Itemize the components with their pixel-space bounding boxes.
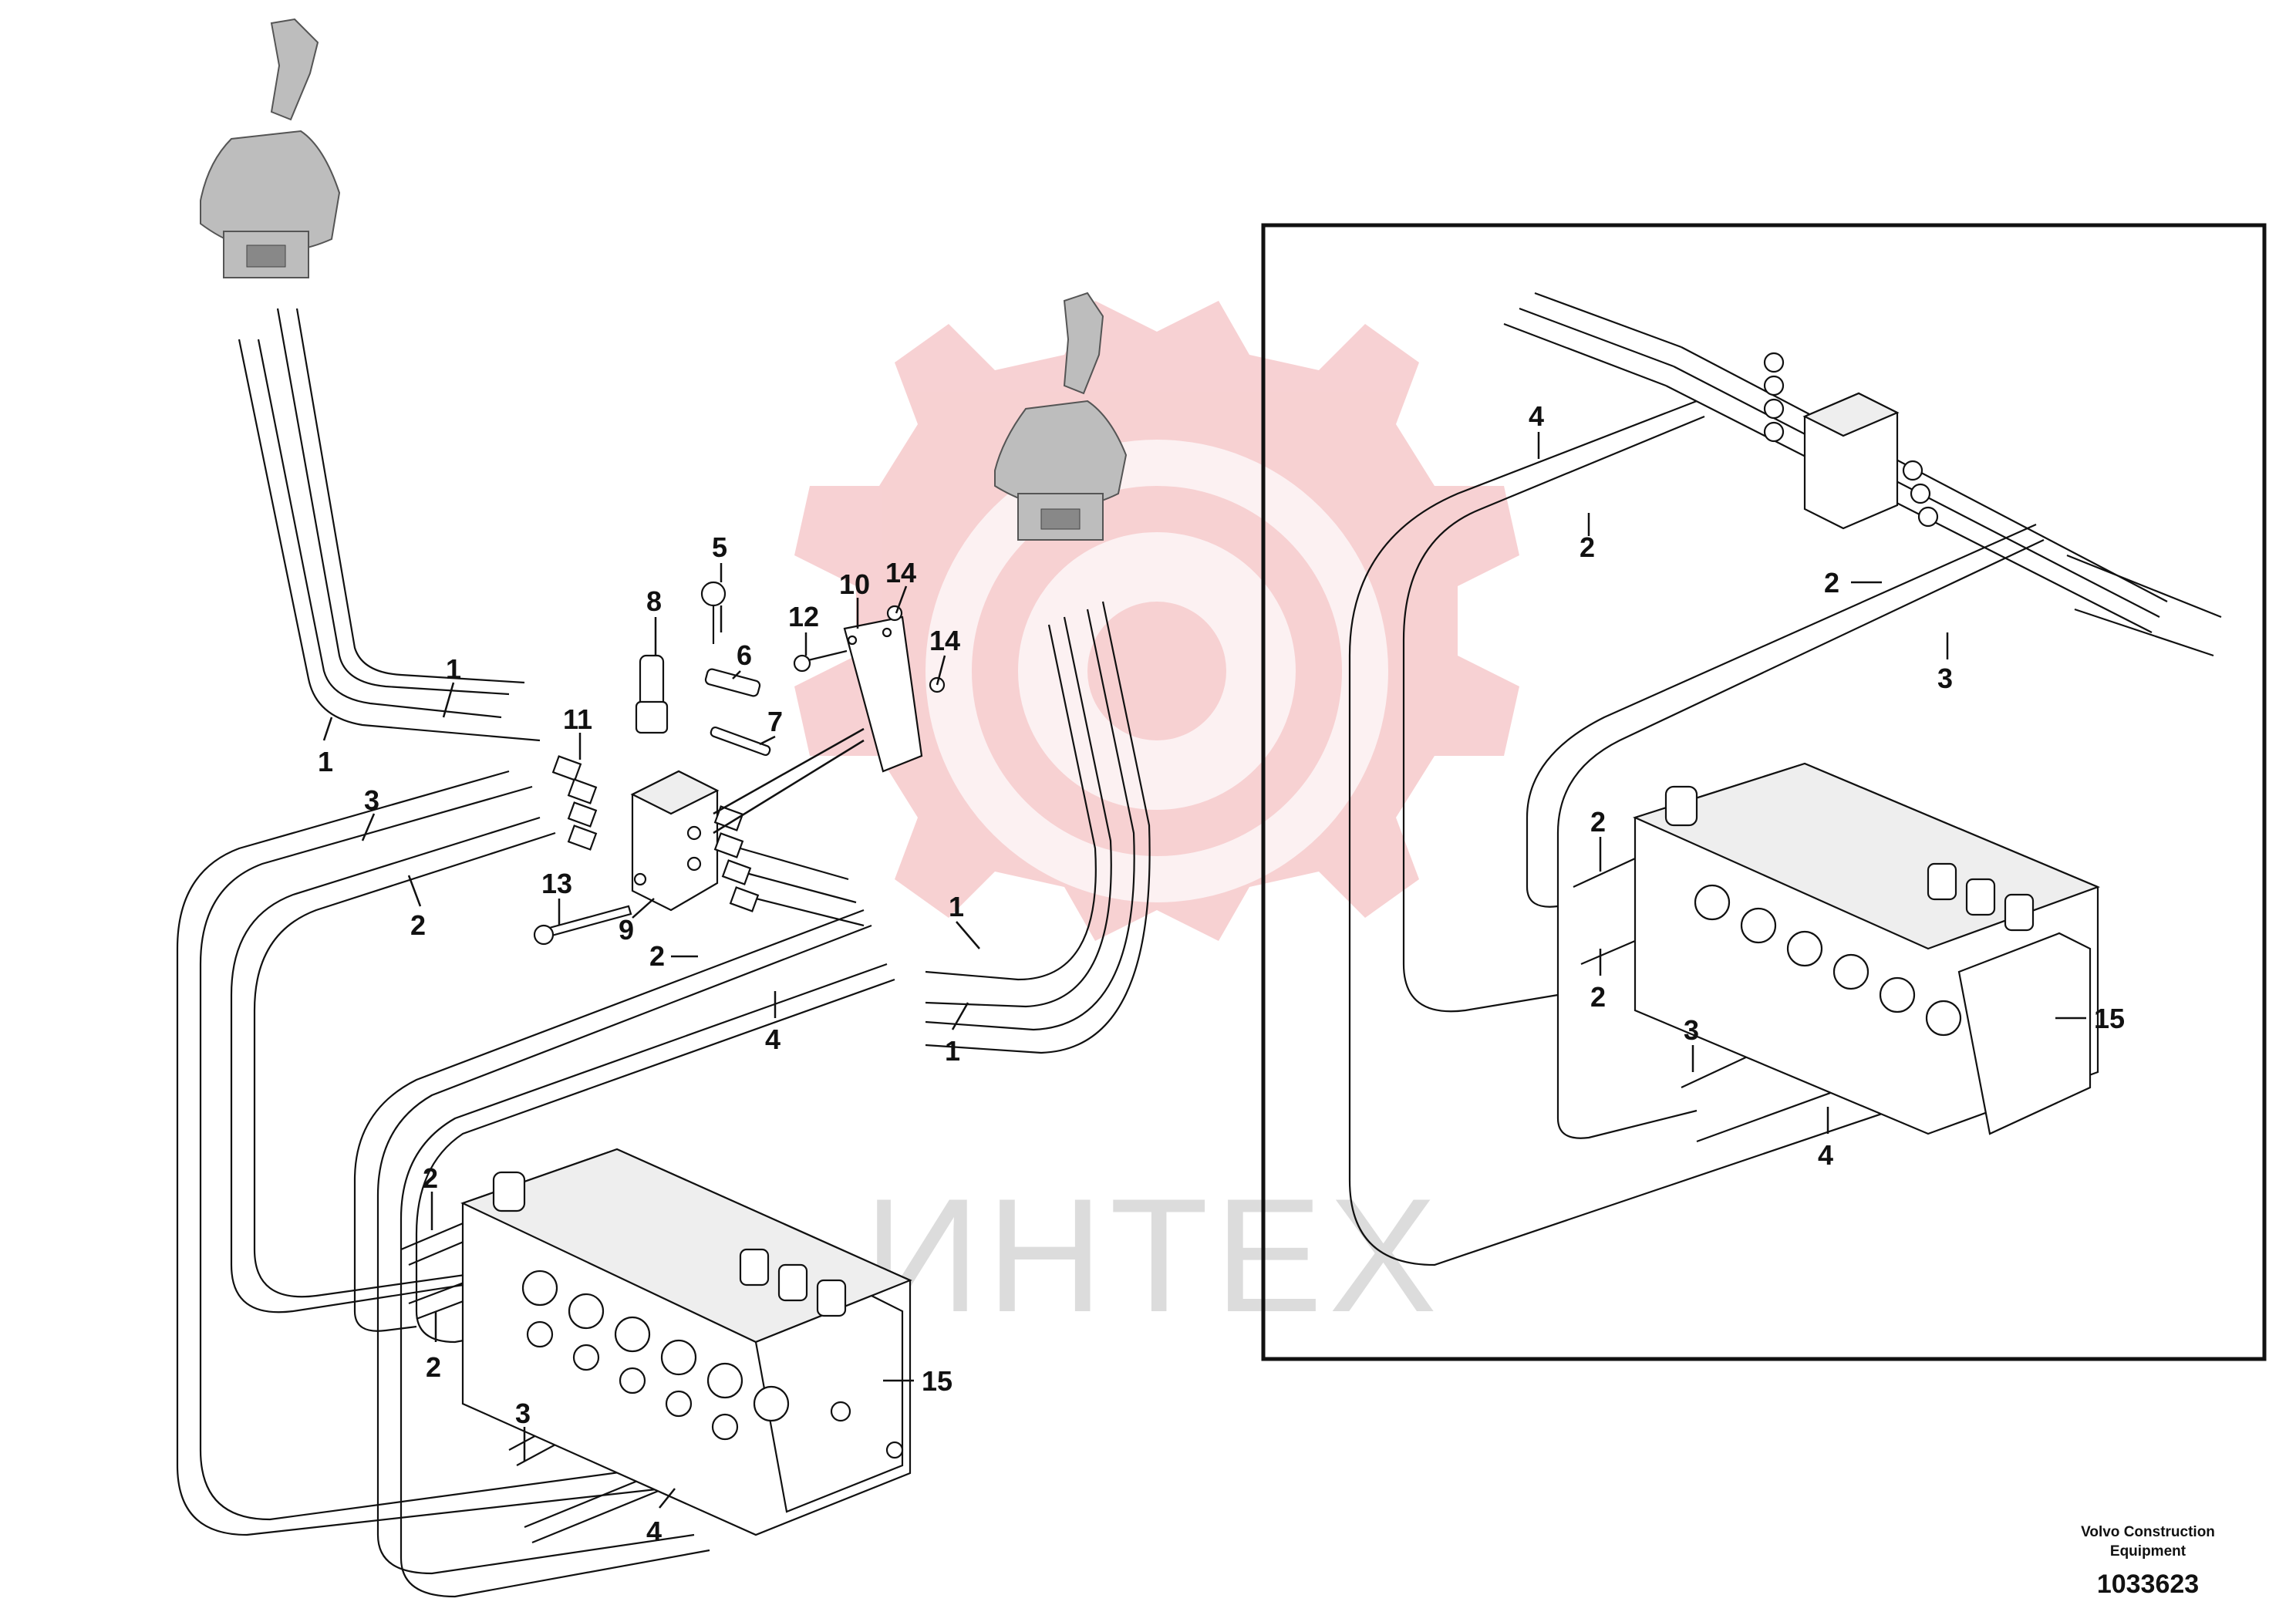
callout-1: 1 [945, 1035, 960, 1067]
callout-14: 14 [885, 557, 916, 588]
callout-2: 2 [426, 1351, 441, 1383]
watermark-text: ИНТЕХ [864, 1165, 1443, 1346]
right-joystick [994, 292, 1128, 541]
callout-2: 2 [1580, 531, 1595, 563]
callout-4: 4 [1529, 400, 1544, 432]
callout-7: 7 [767, 706, 783, 737]
brand-line-2: Equipment [2110, 1543, 2186, 1560]
brand-line-1: Volvo Construction [2081, 1524, 2215, 1540]
callout-12: 12 [788, 601, 819, 632]
callout-3: 3 [1937, 663, 1953, 694]
callout-11: 11 [563, 703, 592, 735]
callout-14: 14 [929, 625, 960, 656]
document-number: 1033623 [2097, 1570, 2199, 1599]
callout-2: 2 [423, 1162, 438, 1194]
callout-1: 1 [446, 653, 461, 685]
pilot-valve-block [533, 581, 946, 946]
callout-1: 1 [318, 746, 333, 777]
callout-2: 2 [1824, 567, 1839, 599]
main-control-valve [460, 1148, 912, 1536]
callout-9: 9 [619, 914, 634, 946]
callout-13: 13 [541, 868, 572, 899]
callout-15: 15 [2094, 1003, 2125, 1034]
callout-1: 1 [949, 891, 964, 922]
callout-3: 3 [515, 1398, 531, 1429]
callout-6: 6 [737, 639, 752, 671]
callout-15: 15 [922, 1365, 952, 1397]
watermark-gear-logo [794, 301, 1519, 941]
callout-10: 10 [839, 568, 870, 600]
leader-lines [322, 432, 2086, 1509]
callout-labels: 1 1 1 1 3 2 5 6 8 7 11 12 10 14 14 13 9 … [318, 400, 2125, 1547]
callout-4: 4 [646, 1516, 662, 1547]
left-joystick [200, 18, 341, 278]
callout-2: 2 [649, 940, 665, 972]
callout-2: 2 [410, 909, 426, 941]
callout-8: 8 [646, 585, 662, 617]
callout-4: 4 [1818, 1139, 1833, 1171]
callout-2: 2 [1590, 981, 1606, 1013]
callout-3: 3 [364, 784, 379, 816]
callout-3: 3 [1684, 1014, 1699, 1046]
callout-2: 2 [1590, 806, 1606, 838]
callout-4: 4 [765, 1023, 781, 1055]
callout-5: 5 [712, 531, 727, 563]
inset-frame [1261, 223, 2267, 1361]
inset-diagram [1348, 292, 2222, 1266]
